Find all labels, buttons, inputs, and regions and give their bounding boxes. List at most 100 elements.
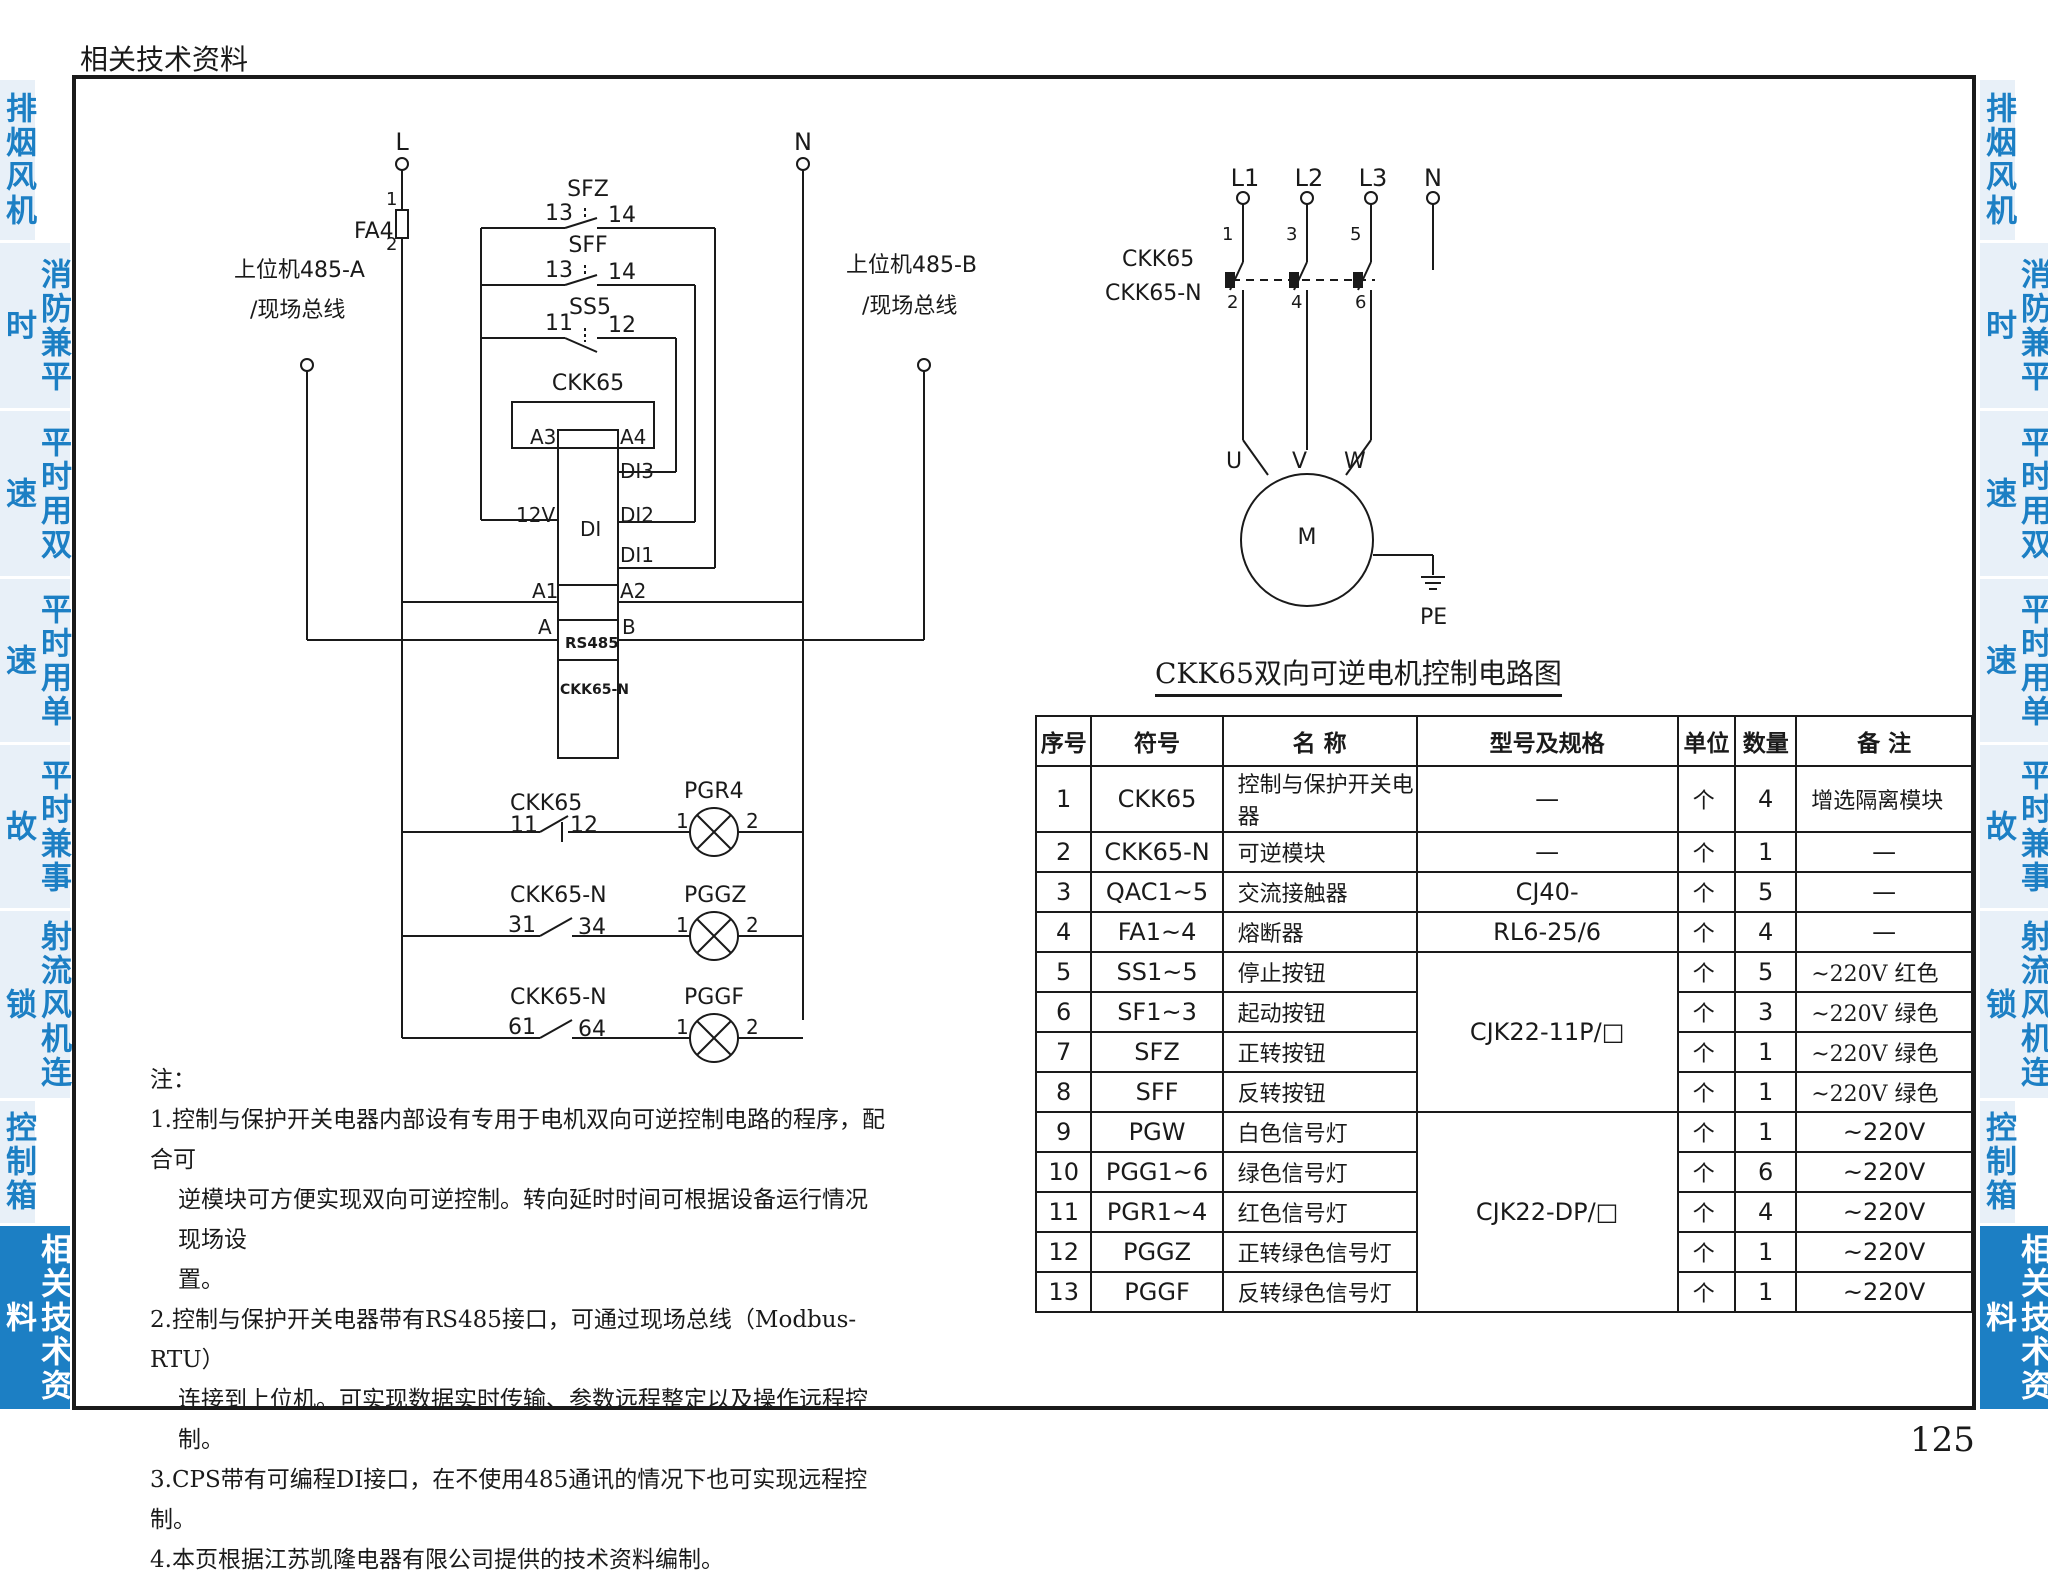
host-485b-terminal (917, 358, 931, 372)
label-ckk65-control: CKK65 (552, 371, 624, 396)
cell-unit: 个 (1676, 1271, 1737, 1313)
host-485a-terminal (300, 358, 314, 372)
cell-qty: 1 (1734, 1231, 1798, 1273)
table-row: 3 QAC1~5 交流接触器 CJ40- 个 5 — (1034, 871, 1973, 913)
label-w: W (1344, 449, 1366, 474)
label-12v: 12V (516, 503, 555, 527)
cell-no: 1 (1034, 765, 1093, 833)
col-name: 名 称 (1221, 715, 1418, 767)
notes-block: 注： 1.控制与保护开关电器内部设有专用于电机双向可逆控制电路的程序，配合可 逆… (150, 1060, 890, 1580)
note-1-line-1: 1.控制与保护开关电器内部设有专用于电机双向可逆控制电路的程序，配合可 (150, 1107, 885, 1173)
tab-left-technical-info[interactable]: 相关技术资料 (0, 1226, 71, 1412)
label-pe: PE (1420, 605, 1447, 630)
label-sfz-14: 14 (608, 203, 636, 228)
cell-symbol: SFZ (1090, 1031, 1224, 1073)
cell-symbol: FA1~4 (1090, 911, 1224, 953)
cell-symbol: QAC1~5 (1090, 871, 1224, 913)
cell-qty: 4 (1734, 765, 1798, 833)
tab-left-jet-fan-interlock[interactable]: 射流风机连锁 (0, 911, 71, 1101)
tab-right-normal-and-emergency[interactable]: 平时兼事故 (1980, 745, 2048, 911)
cell-qty: 3 (1734, 991, 1798, 1033)
label-di3: DI3 (620, 459, 654, 483)
tab-left-normal-and-emergency[interactable]: 平时兼事故 (0, 745, 71, 911)
tab-label: 排烟风机 (0, 92, 36, 228)
cell-model: — (1415, 765, 1679, 833)
label-pggf: PGGF (684, 985, 744, 1010)
table-row: 10 PGG1~6 绿色信号灯 个 6 ~220V (1034, 1151, 1973, 1193)
cell-name: 反转按钮 (1221, 1071, 1418, 1113)
cell-unit: 个 (1676, 765, 1737, 833)
tab-left-control-box[interactable]: 控制箱 (0, 1101, 36, 1226)
cell-name: 起动按钮 (1221, 991, 1418, 1033)
tab-left-exhaust-fan[interactable]: 排烟风机 (0, 80, 36, 243)
tab-right-control-box[interactable]: 控制箱 (1980, 1101, 2016, 1226)
label-a1: A1 (532, 579, 558, 603)
tab-right-technical-info[interactable]: 相关技术资料 (1980, 1226, 2048, 1412)
cell-symbol: SS1~5 (1090, 951, 1224, 993)
cell-name: 正转按钮 (1221, 1031, 1418, 1073)
cell-no: 9 (1034, 1111, 1093, 1153)
cell-note: ~220V (1795, 1151, 1973, 1193)
label-sff: SFF (568, 233, 607, 258)
cell-qty: 5 (1734, 871, 1798, 913)
tab-right-fire-and-normal[interactable]: 消防兼平时 (1980, 243, 2048, 411)
cell-model: CJ40- (1415, 871, 1679, 913)
tab-label: 平时兼事故 (0, 758, 71, 895)
cell-name: 绿色信号灯 (1221, 1151, 1418, 1193)
cell-note: ~220V 绿色 (1795, 1071, 1973, 1113)
cell-symbol: SF1~3 (1090, 991, 1224, 1033)
cell-symbol: PGW (1090, 1111, 1224, 1153)
table-row: 11 PGR1~4 红色信号灯 个 4 ~220V (1034, 1191, 1973, 1233)
table-row: 4 FA1~4 熔断器 RL6-25/6 个 4 — (1034, 911, 1973, 953)
label-term-1: 1 (1222, 224, 1233, 245)
col-symbol: 符号 (1090, 715, 1224, 767)
cell-symbol: CKK65-N (1090, 831, 1224, 873)
label-term-6: 6 (1355, 292, 1366, 313)
cell-note: ~220V (1795, 1271, 1973, 1313)
label-ss5-11: 11 (545, 311, 573, 336)
label-row1-c2: 12 (570, 813, 598, 838)
table-row: 13 PGGF 反转绿色信号灯 个 1 ~220V (1034, 1271, 1973, 1313)
cell-unit: 个 (1676, 871, 1737, 913)
cell-note: — (1795, 871, 1973, 913)
tab-left-fire-and-normal[interactable]: 消防兼平时 (0, 243, 71, 411)
lamp-pgr4 (689, 807, 739, 857)
cell-unit: 个 (1676, 951, 1737, 993)
tab-label: 平时用单速 (0, 592, 71, 729)
cell-name: 反转绿色信号灯 (1221, 1271, 1418, 1313)
cell-name: 可逆模块 (1221, 831, 1418, 873)
tab-right-exhaust-fan[interactable]: 排烟风机 (1980, 80, 2016, 243)
label-lamp2-pin1: 1 (676, 913, 689, 937)
cell-no: 11 (1034, 1191, 1093, 1233)
cell-name: 交流接触器 (1221, 871, 1418, 913)
label-ss5: SS5 (569, 295, 611, 320)
label-l3: L3 (1359, 164, 1388, 192)
cell-name: 控制与保护开关电器 (1221, 765, 1418, 833)
label-row3-c2: 64 (578, 1017, 606, 1042)
n-terminal (796, 157, 810, 171)
cell-no: 12 (1034, 1231, 1093, 1273)
cell-qty: 1 (1734, 1111, 1798, 1153)
tab-label: 平时用双速 (0, 425, 71, 562)
label-term-3: 3 (1286, 224, 1297, 245)
label-l: L (395, 128, 409, 156)
col-unit: 单位 (1676, 715, 1737, 767)
cell-no: 3 (1034, 871, 1093, 913)
label-term-5: 5 (1350, 224, 1361, 245)
tab-right-dual-speed[interactable]: 平时用双速 (1980, 411, 2048, 579)
cell-note: — (1795, 911, 1973, 953)
page-header-title: 相关技术资料 (80, 43, 249, 76)
cell-note: ~220V 绿色 (1795, 991, 1973, 1033)
note-2-line-2: 连接到上位机。可实现数据实时传输、参数远程整定以及操作远程控制。 (178, 1387, 868, 1453)
label-fa4: FA4 (354, 219, 394, 244)
tab-right-jet-fan-interlock[interactable]: 射流风机连锁 (1980, 911, 2048, 1101)
label-row1-name: CKK65 (510, 791, 582, 816)
cell-no: 5 (1034, 951, 1093, 993)
tab-left-single-speed[interactable]: 平时用单速 (0, 579, 71, 745)
drawing-frame (72, 75, 1976, 1410)
label-ckk65n-module: CKK65-N (560, 682, 629, 698)
tab-label: 射流风机连锁 (1980, 919, 2048, 1090)
tab-right-single-speed[interactable]: 平时用单速 (1980, 579, 2048, 745)
tab-left-dual-speed[interactable]: 平时用双速 (0, 411, 71, 579)
cell-qty: 1 (1734, 1271, 1798, 1313)
